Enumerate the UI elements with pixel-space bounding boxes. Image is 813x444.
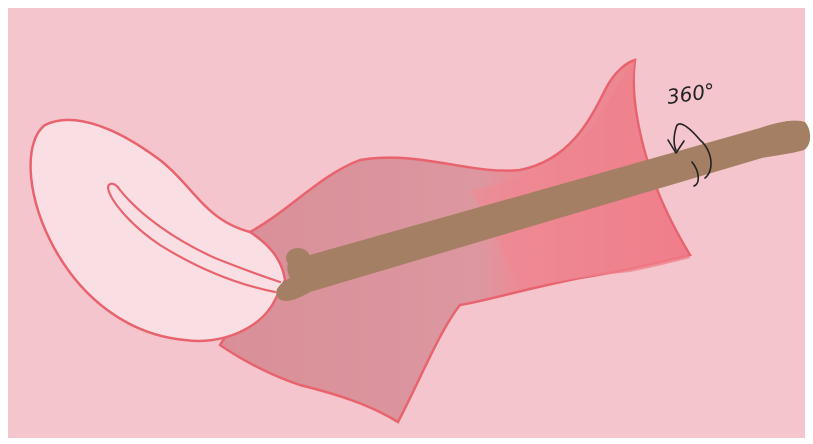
instrument-tip: [286, 248, 310, 268]
instrument-handle-end: [772, 121, 808, 153]
